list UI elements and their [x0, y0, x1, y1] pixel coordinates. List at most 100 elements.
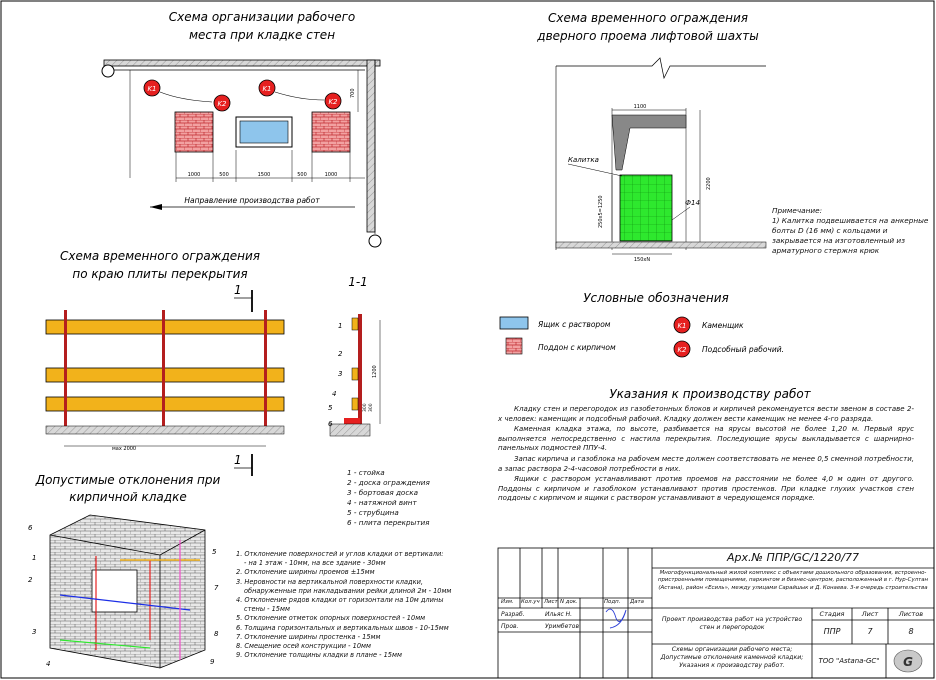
dim-700: 700: [350, 88, 356, 98]
shaft-title-2: дверного проема лифтовой шахты: [536, 29, 758, 43]
deviation-item: 1. Отклонение поверхностей и углов кладк…: [236, 550, 444, 558]
deviation-item: 3. Неровности на вертикальной поверхност…: [236, 577, 423, 586]
deviation-item: обнаруженные при накладывании рейки длин…: [244, 586, 452, 595]
slab-legend-item: 4 - натяжной винт: [347, 497, 417, 507]
stamp-stage-header: Стадия: [819, 610, 845, 618]
slab-fence-plan: мах 2000 1 1: [45, 283, 285, 476]
section-dim-1200: 1200: [372, 365, 378, 378]
dev-number-6: 6: [28, 524, 33, 532]
deviations-title-2: кирпичной кладке: [69, 490, 186, 504]
marker-label: K1: [262, 85, 271, 93]
shaft-note-text: 1) Калитка подвешивается на анкерные бол…: [772, 216, 929, 255]
slab-legend-item: 1 - стойка: [347, 468, 385, 477]
shaft-note: Примечание: 1) Калитка подвешивается на …: [772, 206, 932, 256]
workplace-scheme: K1 K2 K1 K2 700 1000 500: [101, 59, 382, 248]
deviation-item: - на 1 этаж - 10мм, на все здание - 30мм: [244, 559, 386, 568]
slab-legend-item: 5 - струбцина: [347, 507, 399, 517]
shaft-note-title: Примечание:: [772, 206, 823, 215]
dim-1000-right: 1000: [325, 172, 338, 178]
slab-legend: 1 - стойка 2 - доска ограждения 3 - борт…: [347, 468, 430, 527]
shaft-dim-cell: 250x5=1250: [598, 195, 604, 228]
legend-block: Ящик с раствором Поддон с кирпичом K1 Ка…: [499, 316, 784, 358]
section-number-6: 6: [328, 420, 333, 428]
slab-title-2: по краю плиты перекрытия: [72, 267, 247, 281]
instructions-text: Кладку стен и перегородок из газобетонны…: [498, 405, 914, 505]
marker-label: K2: [217, 100, 227, 108]
section-dim-300a: 300: [368, 403, 374, 412]
legend-brick-pallet: Поддон с кирпичом: [538, 343, 616, 352]
cut-mark-top: 1: [234, 283, 242, 297]
stamp-header: Подп.: [604, 599, 621, 605]
cut-mark-bottom: 1: [234, 453, 242, 467]
stamp-sheet-title: Схемы организации рабочего места; Допуст…: [660, 646, 804, 669]
deviation-item: 6. Толщина горизонтальных и вертикальных…: [236, 623, 449, 632]
dev-number-1: 1: [32, 554, 36, 562]
workplace-title-2: места при кладке стен: [189, 28, 335, 42]
legend-marker-k2: K2: [677, 346, 687, 354]
stamp-stage: ППР: [823, 627, 841, 636]
shaft-dim-width: 1100: [634, 104, 647, 110]
stamp-sheets-header: Листов: [898, 610, 924, 618]
company-logo: G: [893, 649, 923, 673]
stamp-sheet: 7: [867, 627, 873, 636]
dev-number-5: 5: [212, 548, 217, 556]
stamp-role-dev: Разраб.: [501, 611, 525, 618]
legend-mason: Каменщик: [702, 321, 744, 330]
section-number-4: 4: [332, 390, 336, 398]
deviation-item: 8. Смещение осей конструкции - 10мм: [236, 642, 371, 651]
stamp-company: ТОО "Astana-GC": [818, 657, 880, 665]
dev-number-8: 8: [214, 630, 219, 638]
section-1-1: 1200 300 300 1 2 3 4 5 6: [328, 314, 381, 437]
legend-helper: Подсобный рабочий.: [702, 345, 784, 354]
stamp-project: Многофункциональный жилой комплекс с объ…: [657, 570, 929, 591]
deviations-list: 1. Отклонение поверхностей и углов кладк…: [236, 550, 496, 660]
marker-label: K2: [328, 98, 338, 106]
shaft-dim-bottom: 150xN: [634, 257, 651, 263]
dim-1000-left: 1000: [188, 172, 201, 178]
shaft-scheme: 1100 250x5=1250 2200 Калитка Ф14 150xN: [555, 57, 767, 263]
instruction-paragraph: Каменная кладка этажа, по высоте, разбив…: [498, 425, 914, 453]
stamp-header: N док.: [560, 599, 578, 605]
instruction-paragraph: Запас кирпича и газоблока на рабочем мес…: [498, 454, 914, 473]
stamp-header: Дата: [630, 599, 644, 605]
instruction-paragraph: Кладку стен и перегородок из газобетонны…: [498, 405, 914, 423]
deviation-item: 9. Отклонение толщины кладки в плане - 1…: [236, 651, 402, 660]
stamp-code: Арх.№ ППР/GC/1220/77: [727, 551, 859, 564]
dim-500-right: 500: [297, 172, 307, 178]
section-title: 1-1: [348, 275, 368, 289]
slab-legend-item: 3 - бортовая доска: [347, 487, 419, 497]
svg-text:G: G: [903, 655, 913, 669]
marker-label: K1: [147, 85, 156, 93]
dev-number-2: 2: [28, 576, 33, 584]
dev-number-7: 7: [214, 584, 219, 592]
dev-number-3: 3: [32, 628, 36, 636]
slab-legend-item: 6 - плита перекрытия: [347, 517, 430, 527]
legend-marker-k1: K1: [677, 322, 686, 330]
worker-marker-k2: K2: [324, 92, 342, 110]
legend-mortar-box: Ящик с раствором: [537, 320, 611, 329]
section-number-2: 2: [338, 350, 343, 358]
shaft-dim-height: 2200: [706, 177, 712, 190]
section-number-1: 1: [338, 322, 342, 330]
worker-marker-k1: K1: [143, 79, 161, 97]
title-block: [497, 547, 935, 679]
deviation-item: 4. Отклонение рядов кладки от горизонтал…: [236, 596, 444, 605]
worker-marker-k1: K1: [258, 79, 276, 97]
deviation-item: стены - 15мм: [244, 605, 290, 614]
rod-label: Ф14: [685, 199, 700, 207]
section-number-3: 3: [338, 370, 342, 378]
stamp-header: Изм.: [501, 599, 514, 605]
stamp-header: Кол.уч: [521, 599, 540, 605]
shaft-title-1: Схема временного ограждения: [548, 11, 748, 25]
instructions-title: Указания к производству работ: [609, 387, 811, 401]
worker-marker-k2: K2: [213, 94, 231, 112]
slab-legend-item: 2 - доска ограждения: [347, 477, 430, 487]
stamp-header: Лист: [544, 599, 558, 605]
stamp-sheets: 8: [908, 627, 914, 636]
instruction-paragraph: Ящики с раствором устанавливают против п…: [498, 475, 914, 503]
deviations-title-1: Допустимые отклонения при: [35, 473, 221, 487]
deviations-wall-drawing: 6 1 2 3 4 5 7 8 9: [28, 514, 219, 669]
stamp-name-check: Уримбетов: [545, 623, 579, 630]
stamp-name-dev: Ильяс Н.: [545, 611, 573, 618]
